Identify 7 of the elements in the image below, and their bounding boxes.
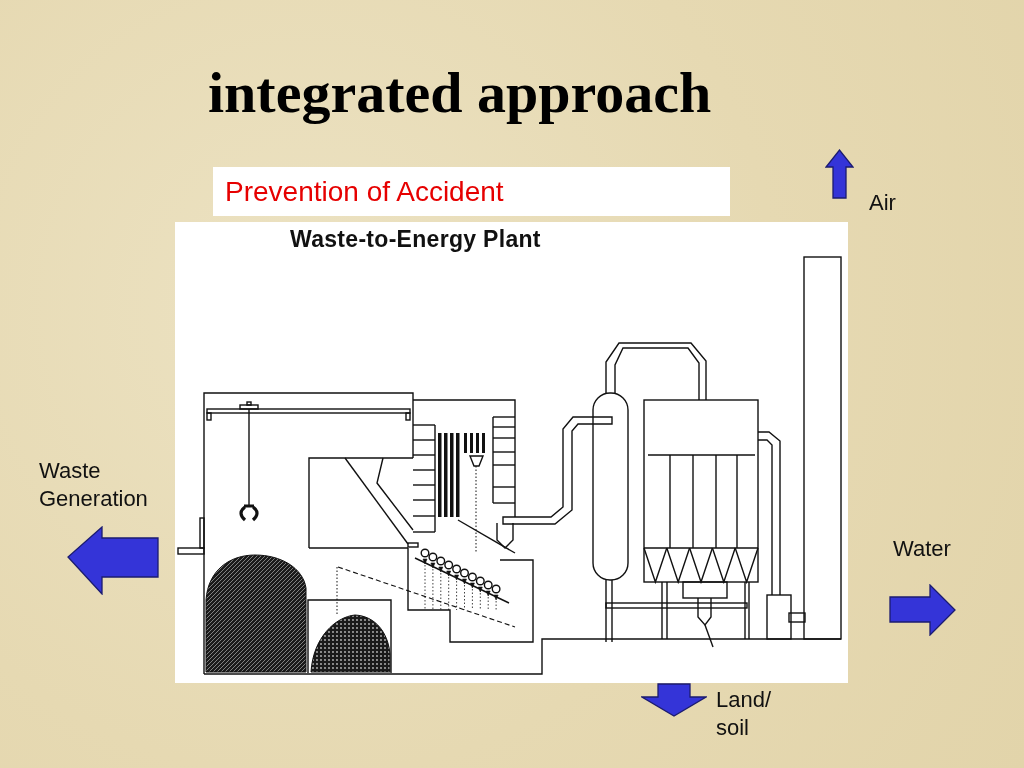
- slide-title: integrated approach: [208, 59, 712, 127]
- flow-label: Water: [893, 535, 951, 563]
- flow-label: Waste Generation: [39, 457, 149, 513]
- flow-label: Land/ soil: [716, 686, 773, 742]
- flow-label: Air: [869, 189, 896, 217]
- illustration-title: Waste-to-Energy Plant: [290, 225, 541, 253]
- text-banner: Prevention of Accident: [213, 167, 730, 216]
